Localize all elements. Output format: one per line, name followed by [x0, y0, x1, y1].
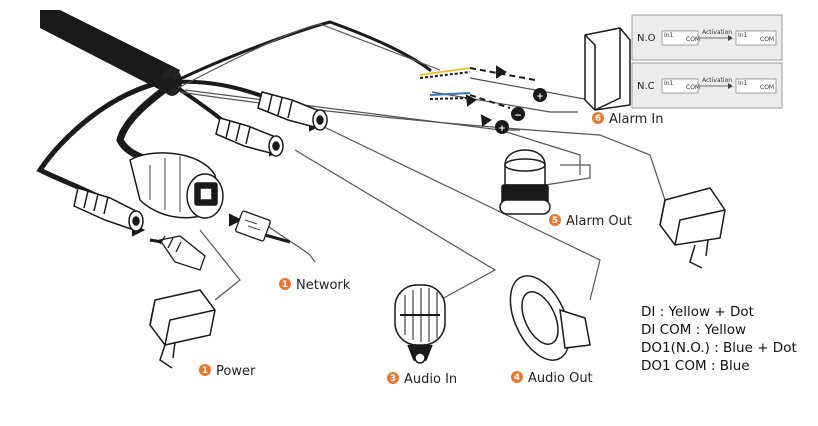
minus-marker: −: [511, 107, 525, 121]
badge-network: 1: [282, 280, 288, 290]
plus-marker-top: +: [533, 88, 547, 102]
no-activation-label: Activation: [702, 29, 732, 36]
text-audio-in: Audio In: [404, 372, 457, 387]
no-com-label-b: COM: [760, 36, 774, 43]
legend-line-2: DI COM : Yellow: [641, 322, 746, 338]
text-network: Network: [296, 278, 351, 293]
text-alarm-in: Alarm In: [609, 112, 663, 127]
text-audio-out: Audio Out: [528, 371, 593, 386]
no-in-label-b: In1: [738, 32, 748, 39]
legend-line-3: DO1(N.O.) : Blue + Dot: [641, 340, 797, 356]
ethernet-plug: [235, 210, 291, 244]
alarm-panel: N.O In1 COM Activation In1 COM N.C In1 C…: [631, 14, 783, 109]
alarm-beacon-icon: [499, 149, 551, 215]
rca-connector-1: [257, 91, 328, 131]
network-connector: [129, 152, 224, 219]
speaker-icon: [509, 275, 591, 361]
legend-line-1: DI : Yellow + Dot: [641, 304, 754, 320]
alarm-wires: [419, 67, 471, 100]
no-label: N.O: [637, 33, 656, 44]
badge-power: 1: [202, 366, 208, 376]
label-audio-in: 3 Audio In: [387, 372, 457, 387]
plus-symbol-top: +: [536, 92, 544, 102]
text-power: Power: [216, 364, 256, 379]
nc-in-label-b: In1: [738, 80, 748, 87]
no-com-label-a: COM: [686, 36, 700, 43]
nc-com-label-a: COM: [686, 84, 700, 91]
nc-label: N.C: [637, 81, 655, 92]
badge-audio-in: 3: [390, 374, 396, 384]
sub-cables: [36, 20, 432, 198]
alarm-power-adapter: [659, 187, 726, 269]
power-adapter: [149, 289, 216, 369]
plus-marker-bottom: +: [495, 120, 509, 134]
power-plug: [149, 235, 206, 271]
minus-symbol: −: [514, 111, 522, 121]
nc-in-label-a: In1: [664, 80, 674, 87]
rca-connector-2: [215, 117, 284, 157]
alarm-sensor-icon: [584, 27, 631, 111]
text-alarm-out: Alarm Out: [566, 214, 632, 229]
label-network: 1 Network: [279, 278, 351, 293]
label-power: 1 Power: [199, 364, 256, 379]
legend-line-4: DO1 COM : Blue: [641, 358, 750, 374]
plus-symbol-bottom: +: [498, 124, 506, 134]
wire-legend: DI : Yellow + Dot DI COM : Yellow DO1(N.…: [641, 304, 797, 374]
nc-com-label-b: COM: [760, 84, 774, 91]
polarity-markers: + − +: [495, 88, 547, 134]
microphone-icon: [394, 284, 446, 364]
nc-activation-label: Activation: [702, 77, 732, 84]
no-in-label-a: In1: [664, 32, 674, 39]
badge-audio-out: 4: [514, 373, 520, 383]
badge-alarm-in: 6: [595, 114, 601, 124]
label-alarm-out: 5 Alarm Out: [549, 214, 632, 229]
power-barrel-socket: [73, 187, 144, 232]
badge-alarm-out: 5: [552, 216, 558, 226]
label-audio-out: 4 Audio Out: [511, 371, 593, 386]
label-alarm-in: 6 Alarm In: [592, 112, 663, 127]
